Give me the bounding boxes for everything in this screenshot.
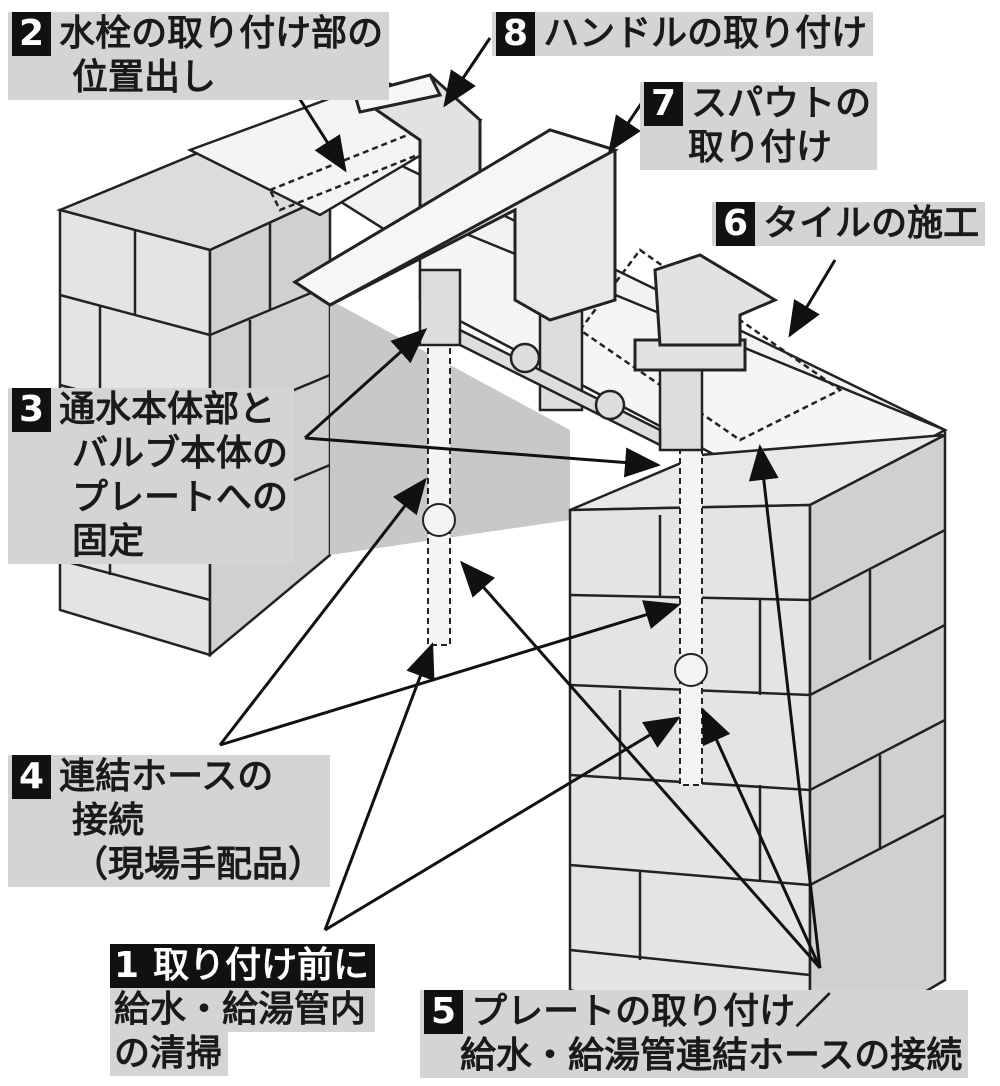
step-number-3: 3	[12, 388, 52, 432]
step-3-line-2: バルブ本体の	[72, 433, 289, 474]
step-4-line-3: （現場手配品）	[72, 844, 325, 885]
step-1-line-1: 取り付け前に	[153, 945, 370, 986]
step-5-line-2: 給水・給湯管連結ホースの接続	[460, 1035, 963, 1076]
step-number-2: 2	[12, 12, 52, 56]
step-number-7: 7	[644, 82, 684, 126]
step-number-1: 1	[114, 945, 140, 986]
label-step-1: 1 取り付け前に 給水・給湯管内 の清掃	[110, 944, 376, 1076]
spout-icon	[292, 128, 619, 322]
step-2-line-2: 位置出し	[72, 57, 217, 98]
step-7-line-1: スパウトの	[691, 83, 872, 124]
leader-arrows	[218, 37, 837, 969]
hose-icon	[422, 339, 708, 786]
handle-icon	[351, 73, 482, 222]
step-3-line-1: 通水本体部と	[59, 389, 276, 430]
step-1-line-3: の清掃	[110, 1032, 229, 1076]
step-3-line-4: 固定	[72, 521, 145, 562]
step-number-4: 4	[12, 755, 52, 799]
step-1-line-2: 給水・給湯管内	[110, 988, 376, 1032]
step-number-8: 8	[496, 12, 536, 56]
step-5-line-1: プレートの取り付け／	[471, 991, 832, 1032]
step-number-6: 6	[716, 202, 756, 246]
right-handle-icon	[633, 253, 779, 372]
valve-body-icon	[418, 268, 704, 452]
step-number-5: 5	[424, 990, 464, 1034]
step-8-line-1: ハンドルの取り付け	[543, 13, 868, 54]
step-6-line-1: タイルの施工	[763, 203, 980, 244]
step-4-line-1: 連結ホースの	[59, 756, 274, 797]
step-4-line-2: 接続	[72, 800, 145, 841]
step-2-line-1: 水栓の取り付け部の	[59, 13, 384, 54]
step-7-line-2: 取り付け	[688, 127, 833, 168]
step-3-line-3: プレートへの	[72, 477, 289, 518]
